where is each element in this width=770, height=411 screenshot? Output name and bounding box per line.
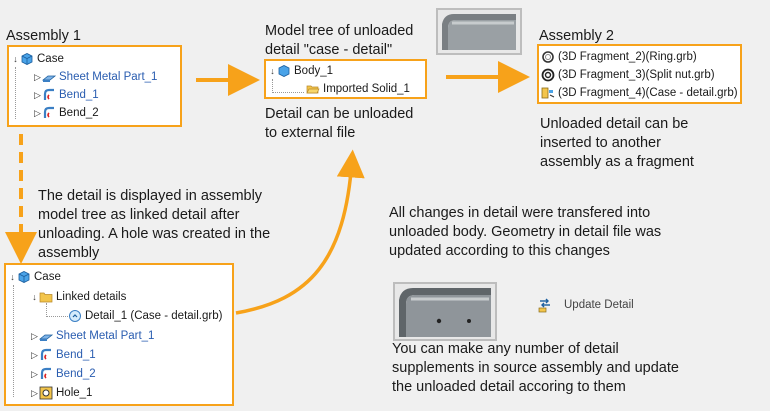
detail-render-image (436, 8, 522, 55)
bend-icon (39, 348, 53, 362)
expand-arrow-icon[interactable]: ▷ (31, 387, 38, 398)
detail-with-hole-render-image (393, 282, 497, 341)
cube-icon (17, 270, 31, 284)
tree-label: (3D Fragment_4)(Case - detail.grb) (558, 87, 738, 99)
tree-node-sheet-metal[interactable]: ▷ Sheet Metal Part_1 (30, 327, 154, 345)
tree-label: Hole_1 (56, 387, 93, 399)
cube-icon (20, 52, 34, 66)
tree-label: Bend_2 (59, 107, 99, 119)
tree-label: Imported Solid_1 (323, 83, 410, 95)
assembly1-title: Assembly 1 (6, 28, 81, 44)
tree-node-sheet-metal[interactable]: ▷ Sheet Metal Part_1 (33, 68, 157, 86)
expand-arrow-icon[interactable]: ▷ (31, 368, 38, 379)
unloaded-tree-panel: ↓ Body_1 Imported Solid_1 (264, 59, 427, 99)
model-tree-caption: Model tree of unloaded detail "case - de… (265, 23, 414, 58)
changes-note: All changes in detail were transfered in… (389, 205, 662, 259)
tree-node-imported-solid[interactable]: Imported Solid_1 (306, 80, 410, 98)
bend-icon (39, 367, 53, 381)
collapse-arrow-icon[interactable]: ↓ (13, 54, 18, 64)
update-detail-button[interactable]: Update Detail (536, 296, 634, 314)
collapse-arrow-icon[interactable]: ↓ (270, 66, 275, 76)
folder-icon (39, 290, 53, 304)
fragment-link-icon (541, 86, 555, 100)
tree-node-linked-details[interactable]: ↓ Linked details (30, 288, 126, 306)
fragment-ring[interactable]: (3D Fragment_2)(Ring.grb) (541, 48, 697, 66)
tree-label: Detail_1 (Case - detail.grb) (85, 310, 223, 322)
expand-arrow-icon[interactable]: ▷ (34, 71, 41, 82)
linked-detail-note: The detail is displayed in assembly mode… (38, 188, 271, 261)
tree-node-bend-2[interactable]: ▷ Bend_2 (30, 365, 96, 383)
tree-node-case[interactable]: ↓ Case (11, 50, 64, 68)
tree-label: Bend_1 (56, 349, 96, 361)
update-detail-label: Update Detail (564, 299, 634, 311)
bend-icon (42, 106, 56, 120)
folder-open-icon (306, 82, 320, 96)
tree-node-bend-1[interactable]: ▷ Bend_1 (30, 346, 96, 364)
expand-arrow-icon[interactable]: ▷ (34, 107, 41, 118)
tree-node-bend-1[interactable]: ▷ Bend_1 (33, 86, 99, 104)
tree-node-hole-1[interactable]: ▷ Hole_1 (30, 384, 92, 402)
expand-arrow-icon[interactable]: ▷ (31, 330, 38, 341)
tree-label: Bend_2 (56, 368, 96, 380)
tree-label: Case (37, 53, 64, 65)
tree-node-bend-2[interactable]: ▷ Bend_2 (33, 104, 99, 122)
tree-node-case[interactable]: ↓ Case (8, 268, 61, 286)
assembly1-tree-panel: ↓ Case ▷ Sheet Metal Part_1 ▷ Bend_1 ▷ B… (7, 45, 182, 127)
body-cube-icon (277, 64, 291, 78)
tree-label: Body_1 (294, 65, 334, 77)
tree-label: Sheet Metal Part_1 (59, 71, 158, 83)
ring-icon (541, 50, 555, 64)
hole-icon (39, 386, 53, 400)
expand-arrow-icon[interactable]: ▷ (31, 349, 38, 360)
fragment-split-nut[interactable]: (3D Fragment_3)(Split nut.grb) (541, 66, 715, 84)
linked-detail-icon (68, 309, 82, 323)
collapse-arrow-icon[interactable]: ↓ (32, 292, 37, 302)
assembly1-after-tree-panel: ↓ Case ↓ Linked details Detail_1 (Case -… (4, 263, 234, 406)
supplements-note: You can make any number of detail supple… (392, 341, 679, 395)
unload-note: Detail can be unloaded to external file (265, 106, 414, 141)
tree-label: Linked details (56, 291, 127, 303)
tree-label: Sheet Metal Part_1 (56, 330, 155, 342)
assembly2-tree-panel: (3D Fragment_2)(Ring.grb) (3D Fragment_3… (537, 44, 742, 104)
tree-label: Case (34, 271, 61, 283)
assembly2-title: Assembly 2 (539, 28, 614, 44)
arrow-curved-up (235, 149, 365, 315)
tree-label: Bend_1 (59, 89, 99, 101)
bend-icon (42, 88, 56, 102)
tree-node-detail-1[interactable]: Detail_1 (Case - detail.grb) (68, 307, 222, 325)
split-nut-icon (541, 68, 555, 82)
collapse-arrow-icon[interactable]: ↓ (10, 272, 15, 282)
expand-arrow-icon[interactable]: ▷ (34, 89, 41, 100)
tree-label: (3D Fragment_2)(Ring.grb) (558, 51, 697, 63)
update-detail-icon (536, 296, 554, 314)
tree-label: (3D Fragment_3)(Split nut.grb) (558, 69, 715, 81)
sheet-metal-icon (39, 329, 53, 343)
tree-node-body[interactable]: ↓ Body_1 (268, 62, 333, 80)
sheet-metal-icon (42, 70, 56, 84)
fragment-case-detail[interactable]: (3D Fragment_4)(Case - detail.grb) (541, 84, 738, 102)
fragment-note: Unloaded detail can be inserted to anoth… (540, 116, 694, 170)
